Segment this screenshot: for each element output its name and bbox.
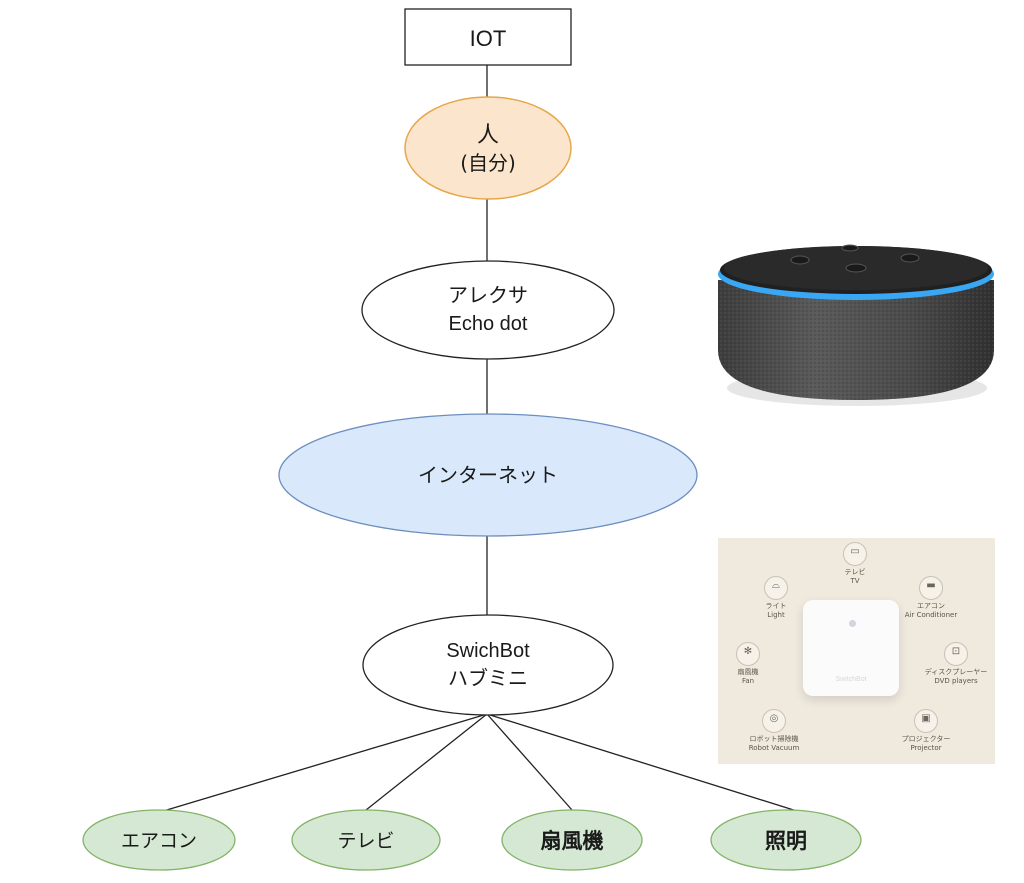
mic-off-icon bbox=[841, 244, 859, 252]
device-aircon: ▬ エアコン Air Conditioner bbox=[886, 576, 976, 620]
person-label-line1: 人 bbox=[477, 123, 499, 148]
device-tv-en: TV bbox=[850, 577, 860, 585]
title-box bbox=[404, 8, 572, 66]
device-aircon-jp: エアコン bbox=[917, 602, 945, 610]
device-fan-jp: 扇風機 bbox=[737, 668, 759, 676]
device-projector-jp: プロジェクター bbox=[901, 735, 951, 743]
hub-device: SwitchBot bbox=[803, 600, 899, 696]
title-label: IOT bbox=[470, 26, 507, 51]
device-dvd-en: DVD players bbox=[934, 677, 978, 685]
device-fan: ✻ 扇風機 Fan bbox=[718, 642, 793, 686]
edge-hub-fan bbox=[486, 713, 573, 811]
volume-down-icon bbox=[790, 255, 810, 265]
device-light: ⌓ ライト Light bbox=[731, 576, 821, 620]
hub-label-line2: ハブミニ bbox=[448, 666, 528, 690]
node-person bbox=[404, 96, 572, 200]
device-robot-vacuum: ◎ ロボット掃除機 Robot Vacuum bbox=[729, 709, 819, 753]
device-robot-vacuum-jp: ロボット掃除機 bbox=[749, 735, 799, 743]
device-robot-vacuum-en: Robot Vacuum bbox=[748, 744, 800, 752]
device-projector: ▣ プロジェクター Projector bbox=[881, 709, 971, 753]
node-internet bbox=[278, 413, 698, 537]
device-light-jp: ライト bbox=[765, 602, 787, 610]
device-aircon-en: Air Conditioner bbox=[904, 611, 958, 619]
device-tv-jp: テレビ bbox=[844, 568, 866, 576]
volume-up-icon bbox=[900, 253, 920, 263]
alexa-label-line2: Echo dot bbox=[449, 313, 528, 335]
node-tv bbox=[291, 809, 441, 871]
disc-player-icon: ⊡ bbox=[944, 642, 968, 666]
robot-vacuum-icon: ◎ bbox=[762, 709, 786, 733]
hub-indicator bbox=[849, 620, 856, 627]
device-dvd-jp: ディスクプレーヤー bbox=[924, 668, 988, 676]
device-dvd: ⊡ ディスクプレーヤー DVD players bbox=[911, 642, 995, 686]
node-light bbox=[710, 809, 862, 871]
aircon-label: エアコン bbox=[121, 830, 197, 852]
node-aircon bbox=[82, 809, 236, 871]
device-light-en: Light bbox=[767, 611, 785, 619]
lamp-icon: ⌓ bbox=[764, 576, 788, 600]
hub-label-line1: SwichBot bbox=[446, 640, 530, 662]
hub-logo: SwitchBot bbox=[835, 676, 867, 683]
switchbot-hub-photo: SwitchBot ▭ テレビ TV ⌓ ライト Light ▬ エアコン Ai… bbox=[718, 538, 995, 764]
echo-dot-photo bbox=[700, 228, 1012, 414]
edge-hub-tv bbox=[365, 713, 488, 811]
tv-label: テレビ bbox=[337, 830, 394, 852]
internet-label: インターネット bbox=[418, 463, 558, 487]
device-fan-en: Fan bbox=[741, 677, 755, 685]
node-alexa bbox=[361, 260, 615, 360]
fan-icon: ✻ bbox=[736, 642, 760, 666]
person-label-line2: (自分) bbox=[460, 151, 516, 175]
light-label: 照明 bbox=[765, 829, 807, 853]
node-hub bbox=[362, 614, 614, 716]
edge-hub-light bbox=[486, 713, 801, 813]
tv-icon: ▭ bbox=[843, 542, 867, 566]
device-tv: ▭ テレビ TV bbox=[810, 542, 900, 586]
alexa-label-line1: アレクサ bbox=[448, 283, 528, 307]
edge-hub-aircon bbox=[159, 713, 488, 813]
action-button-icon bbox=[845, 263, 867, 273]
projector-icon: ▣ bbox=[914, 709, 938, 733]
device-projector-en: Projector bbox=[910, 744, 942, 752]
node-fan bbox=[501, 809, 643, 871]
aircon-icon: ▬ bbox=[919, 576, 943, 600]
fan-label: 扇風機 bbox=[541, 829, 604, 853]
